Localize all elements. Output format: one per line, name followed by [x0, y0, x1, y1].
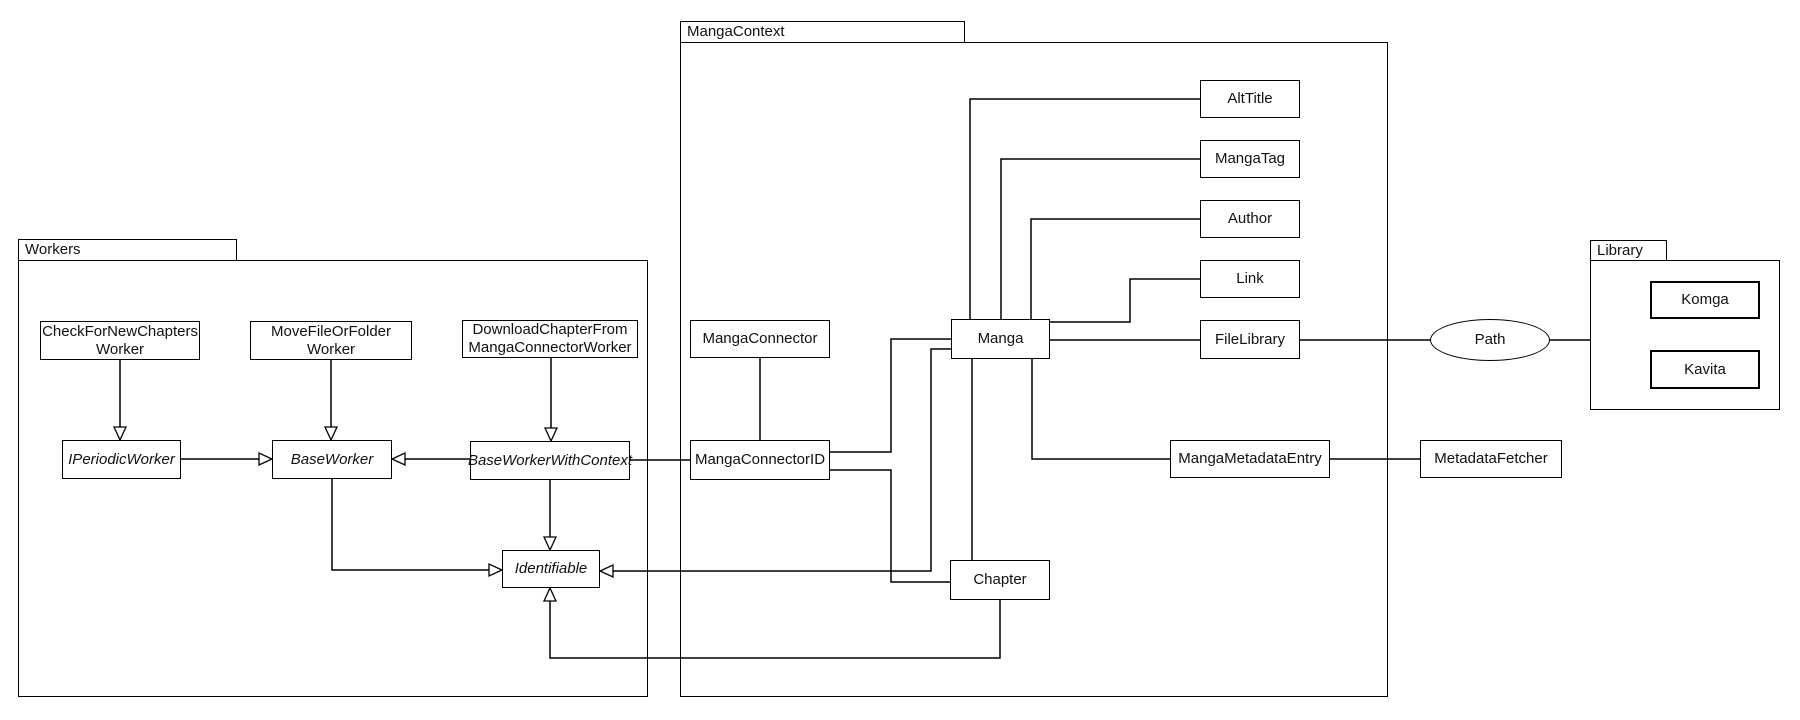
- edge-downloadchapterworker-baseworkerwithcontext: [543, 358, 559, 443]
- node-baseworkerwithcontext: BaseWorkerWithContext: [468, 441, 632, 480]
- node-label-line1: CheckForNewChapters: [42, 322, 198, 340]
- edge-mangaconnectorid-chapter: [830, 469, 950, 583]
- node-identifiable: Identifiable: [502, 550, 600, 588]
- node-label-line2: Worker: [95, 340, 145, 358]
- node-baseworker: BaseWorker: [272, 440, 392, 479]
- package-body-library: [1590, 260, 1780, 410]
- edge-chapter-identifiable: [542, 586, 1001, 659]
- node-filelibrary: FileLibrary: [1200, 320, 1300, 359]
- node-movefileorfolderworker: MoveFileOrFolder Worker: [250, 321, 412, 360]
- package-body-workers: [18, 260, 648, 697]
- edge-manga-mangatag: [1000, 158, 1200, 319]
- package-tab-library: Library: [1590, 240, 1667, 261]
- node-downloadchapterfrommangaconnectorworker: DownloadChapterFrom MangaConnectorWorker: [462, 320, 638, 358]
- node-link: Link: [1200, 260, 1300, 298]
- edge-checkfornewchaptersworker-iperiodicworker: [112, 360, 128, 442]
- edge-manga-link: [1050, 278, 1200, 323]
- edge-manga-author: [1030, 218, 1200, 319]
- node-manga: Manga: [951, 319, 1050, 359]
- node-iperiodicworker: IPeriodicWorker: [62, 440, 181, 479]
- edge-baseworkerwithcontext-identifiable: [542, 480, 558, 552]
- edge-manga-mangametadataentry: [1031, 359, 1170, 460]
- edge-baseworkerwithcontext-baseworker: [390, 451, 470, 467]
- node-mangatag: MangaTag: [1200, 140, 1300, 178]
- node-mangaconnectorid: MangaConnectorID: [690, 440, 830, 480]
- node-mangaconnector: MangaConnector: [690, 320, 830, 358]
- node-mangametadataentry: MangaMetadataEntry: [1170, 440, 1330, 478]
- edge-mangaconnectorid-manga: [830, 338, 951, 453]
- node-author: Author: [1200, 200, 1300, 238]
- edge-iperiodicworker-baseworker: [181, 451, 274, 467]
- node-kavita: Kavita: [1650, 350, 1760, 389]
- edge-manga-identifiable: [598, 348, 951, 579]
- node-komga: Komga: [1650, 281, 1760, 319]
- node-checkfornewchaptersworker: CheckForNewChapters Worker: [40, 321, 200, 360]
- node-path: Path: [1430, 319, 1550, 361]
- edge-manga-alttitle: [969, 98, 1200, 319]
- package-body-mangacontext: [680, 42, 1388, 697]
- edge-baseworker-identifiable: [331, 479, 504, 578]
- node-metadatafetcher: MetadataFetcher: [1420, 440, 1562, 478]
- node-label-line1: DownloadChapterFrom: [472, 321, 628, 338]
- node-chapter: Chapter: [950, 560, 1050, 600]
- edge-movefileorfolderworker-baseworker: [323, 360, 339, 442]
- node-alttitle: AltTitle: [1200, 80, 1300, 118]
- node-label-line1: MoveFileOrFolder: [270, 322, 392, 340]
- node-label-line2: MangaConnectorWorker: [468, 339, 632, 356]
- node-label-line2: Worker: [306, 340, 356, 358]
